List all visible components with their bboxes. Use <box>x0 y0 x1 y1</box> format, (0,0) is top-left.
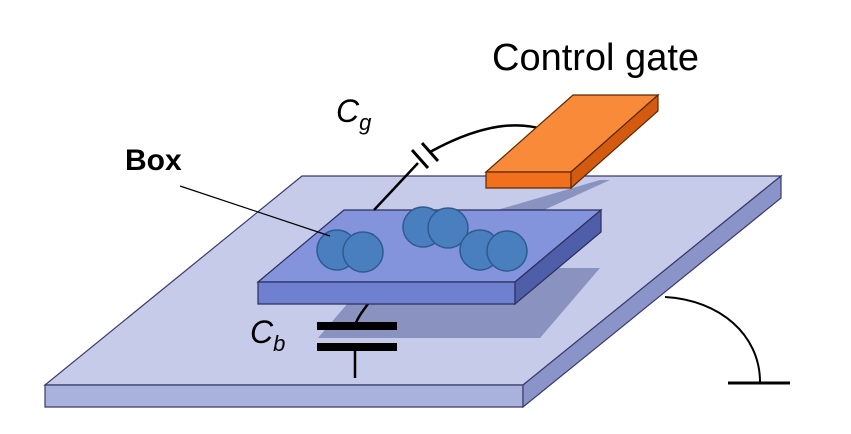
substrate-front <box>44 384 524 408</box>
cg-upper-wire <box>429 124 546 154</box>
cb-plate-bottom <box>317 343 397 351</box>
box-side <box>514 208 602 306</box>
cg-label-sub: g <box>359 110 372 135</box>
particles <box>316 206 528 273</box>
cb-label-sub: b <box>273 331 285 356</box>
ground-wire <box>664 296 761 383</box>
cg-label-main: C <box>336 93 360 129</box>
particle <box>427 207 469 249</box>
box-front <box>257 281 516 305</box>
gate-side <box>570 93 659 190</box>
cb-label: Cb <box>250 314 285 356</box>
box-leader-line <box>179 185 331 237</box>
box-label: Box <box>125 144 182 177</box>
cg-label: Cg <box>336 93 372 135</box>
substrate-side <box>522 174 782 409</box>
cg-lower-wire <box>373 162 419 211</box>
control-gate-label: Control gate <box>492 37 699 79</box>
cb-label-main: C <box>250 314 274 350</box>
gate-front <box>485 171 572 189</box>
control-gate-bar <box>484 93 660 190</box>
capacitor-cg <box>373 124 546 211</box>
cb-plate-top <box>317 322 397 330</box>
ground-connection <box>664 296 790 385</box>
particle <box>342 231 384 273</box>
particle <box>486 230 528 272</box>
cg-plate-1 <box>410 149 430 169</box>
